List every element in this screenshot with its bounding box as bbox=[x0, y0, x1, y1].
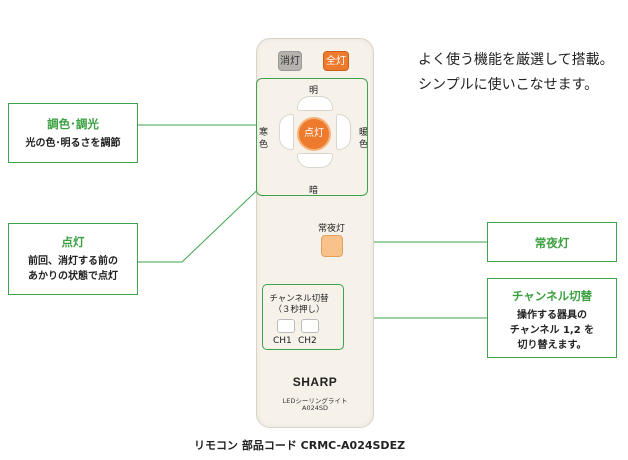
callout-channel-desc-3: 切り替えます。 bbox=[517, 340, 587, 351]
channel-highlight-frame bbox=[262, 284, 344, 350]
callout-night-light: 常夜灯 bbox=[487, 222, 617, 262]
ch2-label: CH2 bbox=[298, 336, 317, 346]
warm-label-2: 色 bbox=[359, 140, 369, 150]
remote-control: 消灯 全灯 明 点灯 暗 寒 色 暖 色 常夜灯 チャンネル切替 （３秒押し） … bbox=[256, 38, 374, 428]
callout-channel-desc-1: 操作する器具の bbox=[517, 310, 587, 321]
callout-channel-desc-2: チャンネル 1,2 を bbox=[509, 325, 595, 336]
callout-light-on-desc-1: 前回、消灯する前の bbox=[28, 256, 118, 267]
model-number: A024SD bbox=[302, 404, 328, 412]
channel-sub-text: （３秒押し） bbox=[273, 305, 325, 315]
callout-channel: チャンネル切替 操作する器具の チャンネル 1,2 を 切り替えます。 bbox=[487, 278, 617, 358]
part-code-caption: リモコン 部品コード CRMC-A024SDEZ bbox=[194, 439, 406, 452]
tagline-line-2: シンプルに使いこなせます。 bbox=[418, 77, 599, 93]
tagline-line-1: よく使う機能を厳選して搭載。 bbox=[418, 52, 614, 68]
dial-highlight-frame bbox=[256, 78, 368, 196]
dark-label: 暗 bbox=[309, 186, 319, 196]
cool-label-2: 色 bbox=[259, 140, 269, 150]
ch2-button[interactable] bbox=[301, 319, 319, 333]
night-light-label: 常夜灯 bbox=[318, 224, 346, 234]
callout-dimming: 調色･調光 光の色･明るさを調節 bbox=[8, 103, 138, 163]
callout-light-on-desc-2: あかりの状態で点灯 bbox=[28, 271, 118, 282]
callout-light-on: 点灯 前回、消灯する前の あかりの状態で点灯 bbox=[8, 223, 138, 295]
ch1-button[interactable] bbox=[277, 319, 295, 333]
night-light-button[interactable] bbox=[321, 235, 343, 257]
product-name: LEDシーリングライト bbox=[282, 397, 348, 405]
cool-label-1: 寒 bbox=[259, 128, 269, 138]
tagline: よく使う機能を厳選して搭載。 シンプルに使いこなせます。 bbox=[418, 48, 614, 98]
bright-label: 明 bbox=[309, 86, 319, 96]
light-on-button[interactable]: 点灯 bbox=[297, 117, 331, 151]
warm-label-1: 暖 bbox=[359, 128, 369, 138]
callout-night-light-title: 常夜灯 bbox=[534, 236, 570, 250]
callout-channel-title: チャンネル切替 bbox=[511, 289, 593, 303]
callout-dimming-desc: 光の色･明るさを調節 bbox=[25, 138, 121, 149]
full-on-button[interactable]: 全灯 bbox=[323, 51, 349, 71]
off-button[interactable]: 消灯 bbox=[278, 51, 302, 71]
channel-title-text: チャンネル切替 bbox=[269, 294, 329, 304]
callout-dimming-title: 調色･調光 bbox=[47, 117, 99, 131]
ch1-label: CH1 bbox=[273, 336, 292, 346]
brand-logo: SHARP bbox=[292, 375, 338, 389]
callout-light-on-title: 点灯 bbox=[61, 235, 85, 249]
channel-title: チャンネル切替 （３秒押し） bbox=[269, 294, 329, 316]
